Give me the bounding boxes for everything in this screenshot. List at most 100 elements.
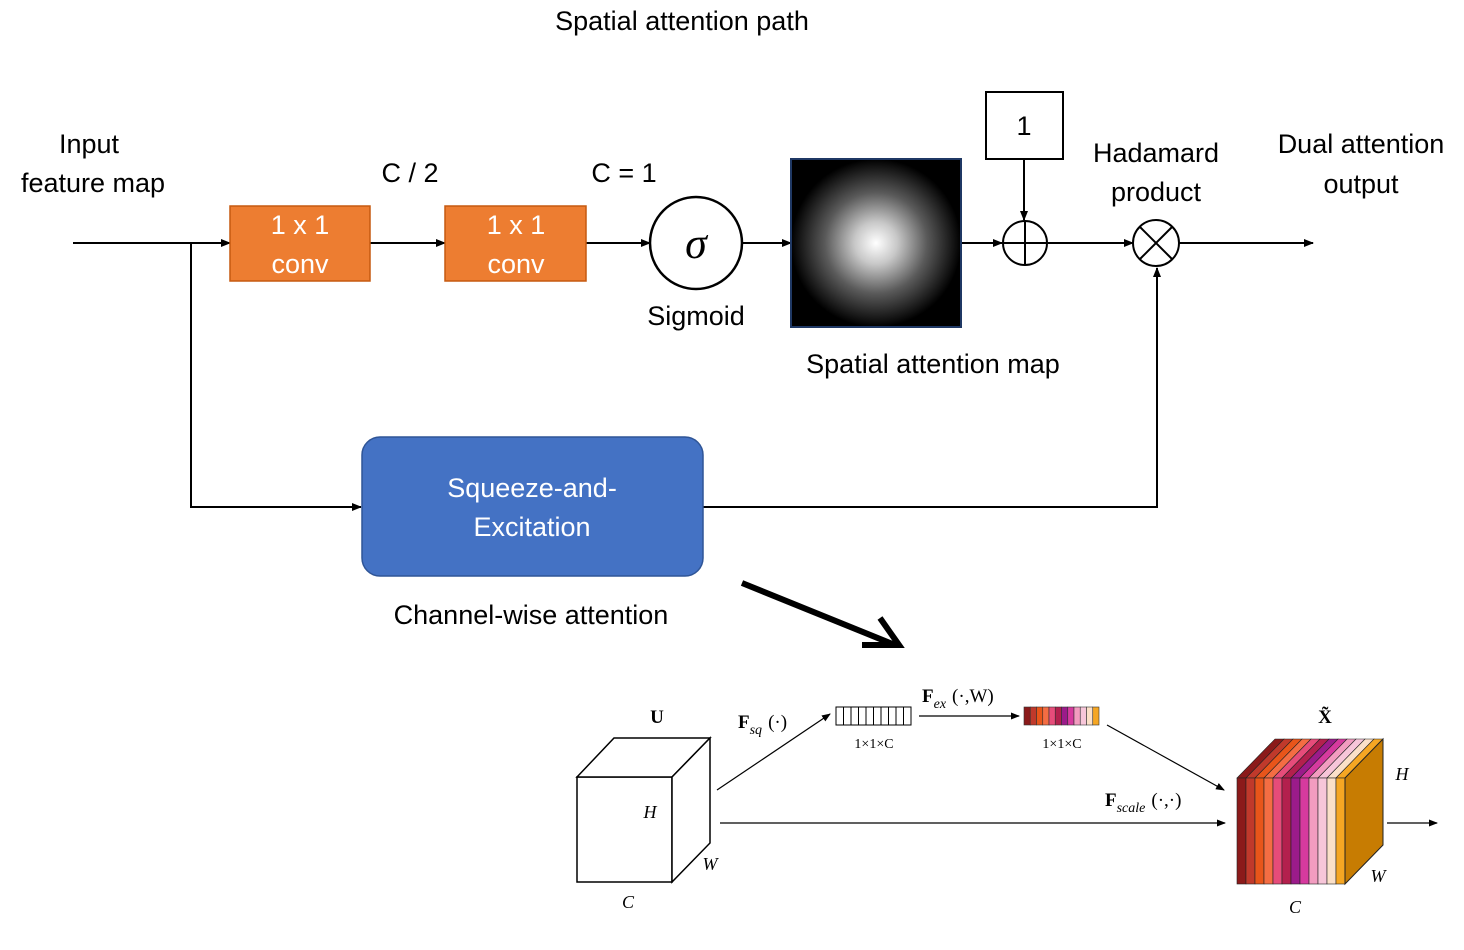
times-b [1139,226,1173,260]
cube-x-h: H [1395,764,1410,784]
detail-pointer-arrow [740,580,897,648]
channel-half-label: C / 2 [381,158,438,188]
cube-x-front-slice [1290,777,1301,885]
sigma-symbol: σ [685,219,709,268]
input-label-line1: Input [59,129,120,159]
hadamard-node [1132,219,1180,267]
cube-u-label: U [650,707,664,728]
vector-1-cell [895,706,904,726]
se-block-line1: Squeeze-and- [447,473,617,503]
cube-x-front-slice [1326,777,1337,885]
sigmoid-label: Sigmoid [647,301,745,331]
cube-x-front-slice [1263,777,1274,885]
vector-2 [1023,706,1100,726]
fex-F: F [922,686,934,707]
cube-x-front-slice [1281,777,1292,885]
spatial-map-label: Spatial attention map [806,349,1060,379]
arrow-scale-weights [1106,724,1225,791]
add-node [1002,220,1048,266]
fscale-sub: scale [1117,801,1146,816]
fex-sub: ex [934,697,947,712]
vector-1-cell [873,706,882,726]
vector-2-cell [1036,706,1044,726]
cube-u-w: W [703,854,720,874]
arrow-branch-to-se [190,243,362,511]
fsq-args: (·) [768,712,787,733]
conv-box-1-line2: conv [271,249,329,279]
cube-x-c: C [1289,897,1302,917]
vector-1-cell [843,706,852,726]
channel-one-label: C = 1 [591,158,656,188]
cube-x-front-slice [1245,777,1256,885]
spatial-attention-map: Spatial attention map [790,158,1060,379]
cube-x-w: W [1371,866,1388,886]
vector-2-cell [1092,706,1100,726]
cube-x-front-slice [1317,777,1328,885]
spatial-map-image [790,158,962,328]
vector-2-cell [1042,706,1050,726]
se-block-line2: Excitation [473,512,590,542]
detail-pointer-head [862,616,905,648]
input-label-line2: feature map [21,168,165,198]
fsq-F: F [738,712,750,733]
vector-2-cell [1079,706,1087,726]
cube-u-side [671,736,711,884]
cube-u-h: H [643,802,658,822]
vector-2-label: 1×1×C [1042,737,1081,752]
constant-one-label: 1 [1016,111,1031,141]
cube-x-front-slice [1272,777,1283,885]
cube-x-front-slice [1308,777,1319,885]
conv-box-2-rect [444,205,587,282]
cube-u [575,736,712,884]
cube-x-side [1344,737,1384,886]
cube-x-label: X̃ [1318,707,1332,728]
channel-attention-label: Channel-wise attention [394,600,669,630]
fscale-F: F [1105,790,1117,811]
output-label-line2: output [1323,169,1399,199]
vector-1-cell [865,706,874,726]
conv-box-2-line2: conv [487,249,545,279]
cube-u-front [576,776,673,883]
vector-2-cell [1029,706,1037,726]
vector-1-label: 1×1×C [854,737,893,752]
sigmoid-node: σ Sigmoid [647,195,745,331]
diagram-title: Spatial attention path [555,6,809,36]
cube-x [1236,737,1384,886]
vector-1-cell [858,706,867,726]
fsq-label: Fsq (·) [738,712,787,738]
vector-1-cell [850,706,859,726]
hadamard-label-line2: product [1111,177,1202,207]
se-block-rect [361,436,704,577]
vector-1-cell [888,706,897,726]
fex-label: Fex (·,W) [922,686,994,712]
conv-box-1-rect [229,205,371,282]
vector-2-cell [1073,706,1081,726]
vector-2-cell [1061,706,1069,726]
conv-box-2: 1 x 1 conv [444,205,587,282]
fex-args: (·,W) [952,686,994,707]
cube-x-front-slice [1236,777,1247,885]
vector-2-cell [1054,706,1062,726]
hadamard-label-line1: Hadamard [1093,138,1219,168]
arrow-fsq [716,713,831,791]
output-label-line1: Dual attention [1278,129,1445,159]
sigmoid-circle [648,195,744,291]
fscale-args: (·,·) [1151,790,1181,811]
vector-2-cell [1048,706,1056,726]
cube-u-c: C [622,892,635,912]
vector-1-cell [835,706,844,726]
conv-box-1-line1: 1 x 1 [271,210,330,240]
vector-1-cell [903,706,912,726]
cube-x-front-slice [1335,777,1346,885]
vector-1 [835,706,912,726]
arrow-se-to-hadamard [703,267,1161,508]
se-detail-figure: U H W C Fsq (·) 1×1×C Fex (·,W) 1×1×C Fsca… [575,686,1438,917]
fsq-sub: sq [750,723,762,738]
cube-x-front-slice [1254,777,1265,885]
vector-1-cell [880,706,889,726]
conv-box-2-line1: 1 x 1 [487,210,546,240]
se-block: Squeeze-and- Excitation [361,436,704,577]
vector-2-cell [1086,706,1094,726]
vector-2-cell [1023,706,1031,726]
